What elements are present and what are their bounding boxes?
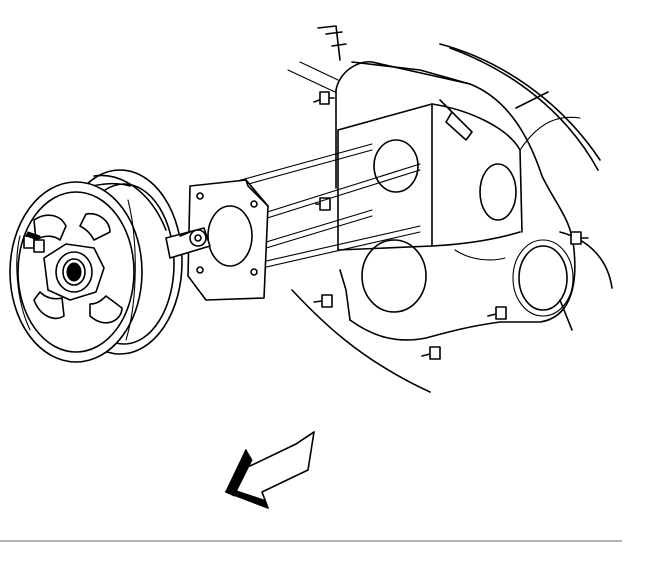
mounting-nut-bottom bbox=[421, 346, 441, 360]
firewall-panel bbox=[287, 25, 613, 393]
mounting-gasket bbox=[187, 179, 269, 301]
mounting-nut-right bbox=[570, 231, 589, 245]
mounting-nut-left-lower bbox=[313, 294, 333, 308]
vacuum-booster bbox=[9, 169, 211, 363]
mounting-nut-right-lower bbox=[487, 306, 507, 320]
direction-arrow-icon bbox=[224, 431, 315, 509]
mounting-nut-top bbox=[313, 91, 335, 105]
mounting-nut-center bbox=[315, 197, 331, 211]
